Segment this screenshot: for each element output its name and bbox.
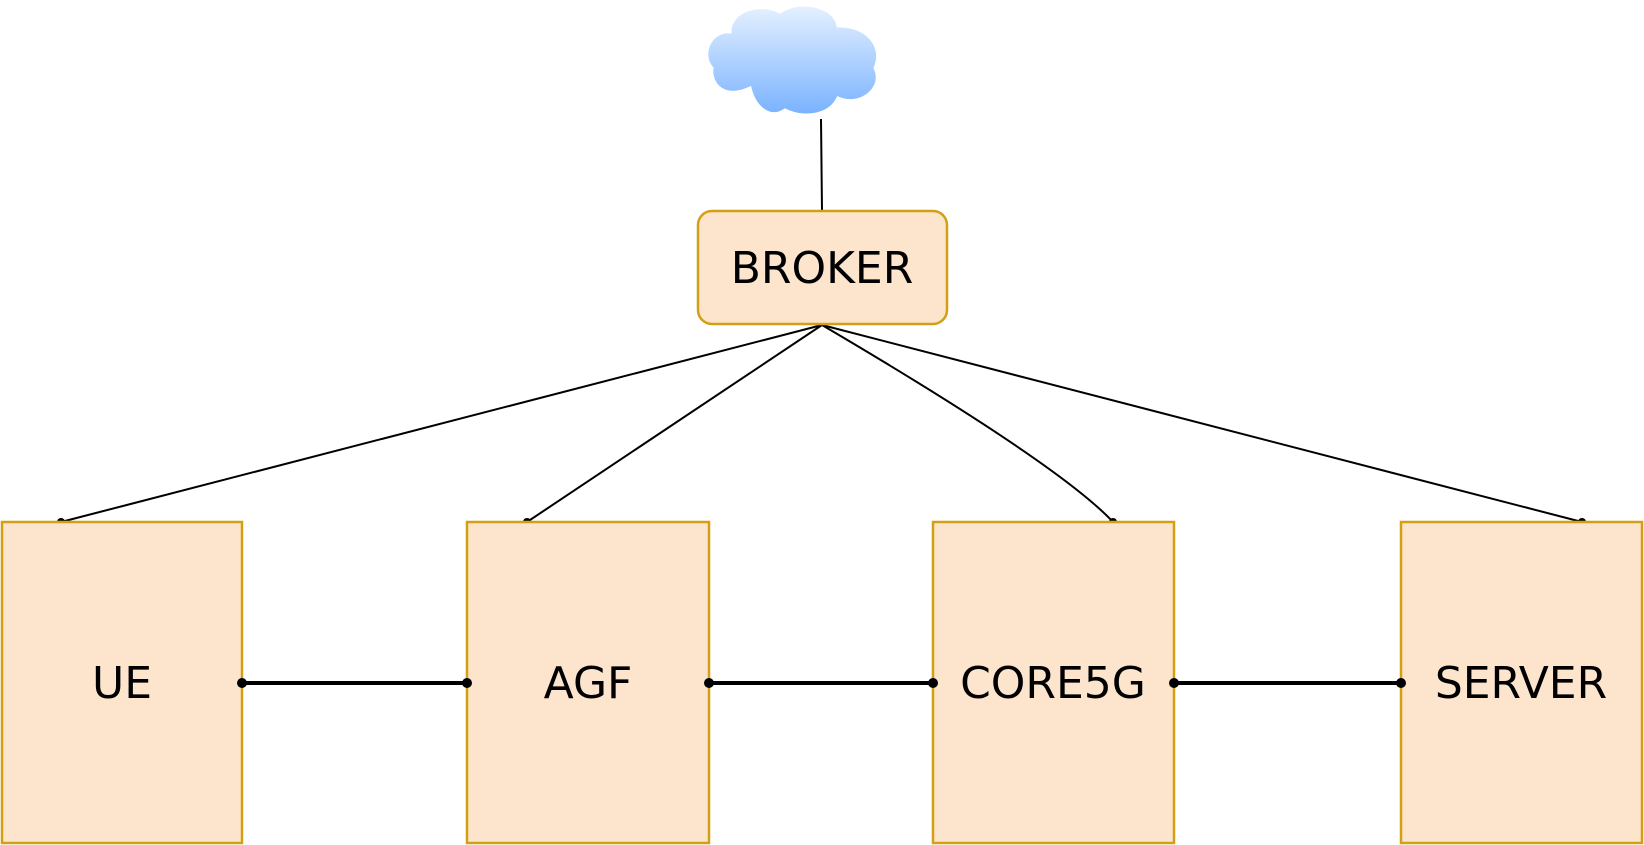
broker-label: BROKER — [731, 243, 914, 294]
endpoint-dot — [237, 678, 247, 688]
link-broker-agf — [526, 324, 823, 523]
core5g-label: CORE5G — [960, 658, 1146, 709]
link-broker-ue — [60, 324, 823, 523]
endpoint-dot — [928, 678, 938, 688]
endpoint-dot — [1169, 678, 1179, 688]
cloud-icon[interactable] — [705, 3, 879, 117]
ue-box — [0, 520, 244, 845]
link-cloud-broker — [820, 118, 823, 212]
link-broker-core5g — [821, 324, 1114, 523]
broker-box — [696, 209, 949, 326]
server-node[interactable]: SERVER — [1399, 520, 1644, 845]
ue-node[interactable]: UE — [0, 520, 244, 845]
core5g-node[interactable]: CORE5G — [931, 520, 1176, 845]
agf-node[interactable]: AGF — [465, 520, 711, 845]
endpoint-dot — [462, 678, 472, 688]
link-broker-server — [821, 324, 1583, 523]
server-label: SERVER — [1435, 658, 1607, 709]
ue-label: UE — [92, 658, 152, 709]
endpoint-dot — [704, 678, 714, 688]
endpoint-dot — [1396, 678, 1406, 688]
agf-label: AGF — [544, 658, 633, 709]
broker-node[interactable]: BROKER — [696, 209, 949, 326]
agf-box — [465, 520, 711, 845]
